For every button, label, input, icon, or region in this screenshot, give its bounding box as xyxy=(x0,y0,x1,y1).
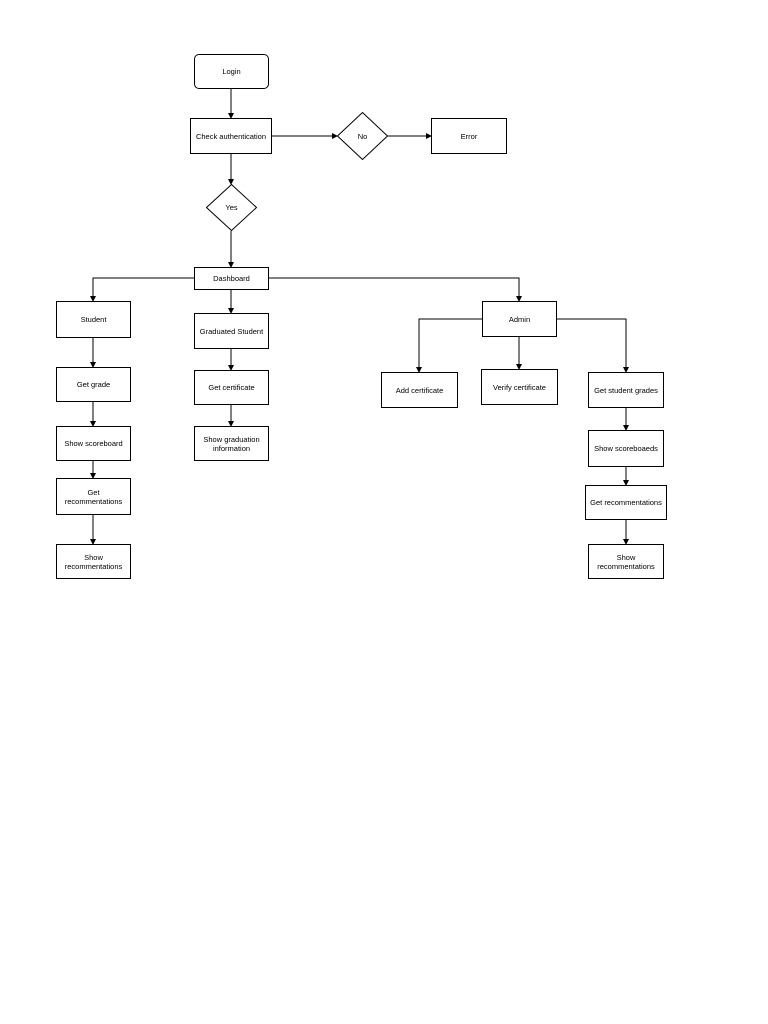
decision-no-label: No xyxy=(357,131,368,141)
node-add-certificate: Add certificate xyxy=(381,372,458,408)
diamond-shape xyxy=(337,112,388,160)
diamond-shape xyxy=(206,184,257,231)
decision-no: No xyxy=(337,112,388,160)
node-graduated-student: Graduated Student xyxy=(194,313,269,349)
arrow-dashboard-to-student xyxy=(90,277,194,302)
node-admin-show-recommendations: Show recommentations xyxy=(588,544,664,579)
node-student-show-recommendations: Show recommentations xyxy=(56,544,131,579)
node-show-scoreboard: Show scoreboard xyxy=(56,426,131,461)
node-student: Student xyxy=(56,301,131,338)
node-get-certificate: Get certificate xyxy=(194,370,269,405)
node-login: Login xyxy=(194,54,269,89)
arrow-dashboard-to-admin xyxy=(269,277,522,302)
node-get-grade: Get grade xyxy=(56,367,131,402)
node-dashboard: Dashboard xyxy=(194,267,269,290)
node-verify-certificate: Verify certificate xyxy=(481,369,558,405)
arrow-admin-to-add-cert xyxy=(416,318,482,373)
decision-yes: Yes xyxy=(206,184,257,231)
node-student-get-recommendations: Get recommentations xyxy=(56,478,131,515)
node-show-scoreboards: Show scoreboaeds xyxy=(588,430,664,467)
node-admin-get-recommendations: Get recommentations xyxy=(585,485,667,520)
node-error: Error xyxy=(431,118,507,154)
node-show-graduation-information: Show graduation information xyxy=(194,426,269,461)
decision-yes-label: Yes xyxy=(225,203,238,212)
node-admin: Admin xyxy=(482,301,557,337)
arrow-admin-to-get-grades xyxy=(557,318,629,373)
node-check-authentication: Check authentication xyxy=(190,118,272,154)
node-get-student-grades: Get student grades xyxy=(588,372,664,408)
